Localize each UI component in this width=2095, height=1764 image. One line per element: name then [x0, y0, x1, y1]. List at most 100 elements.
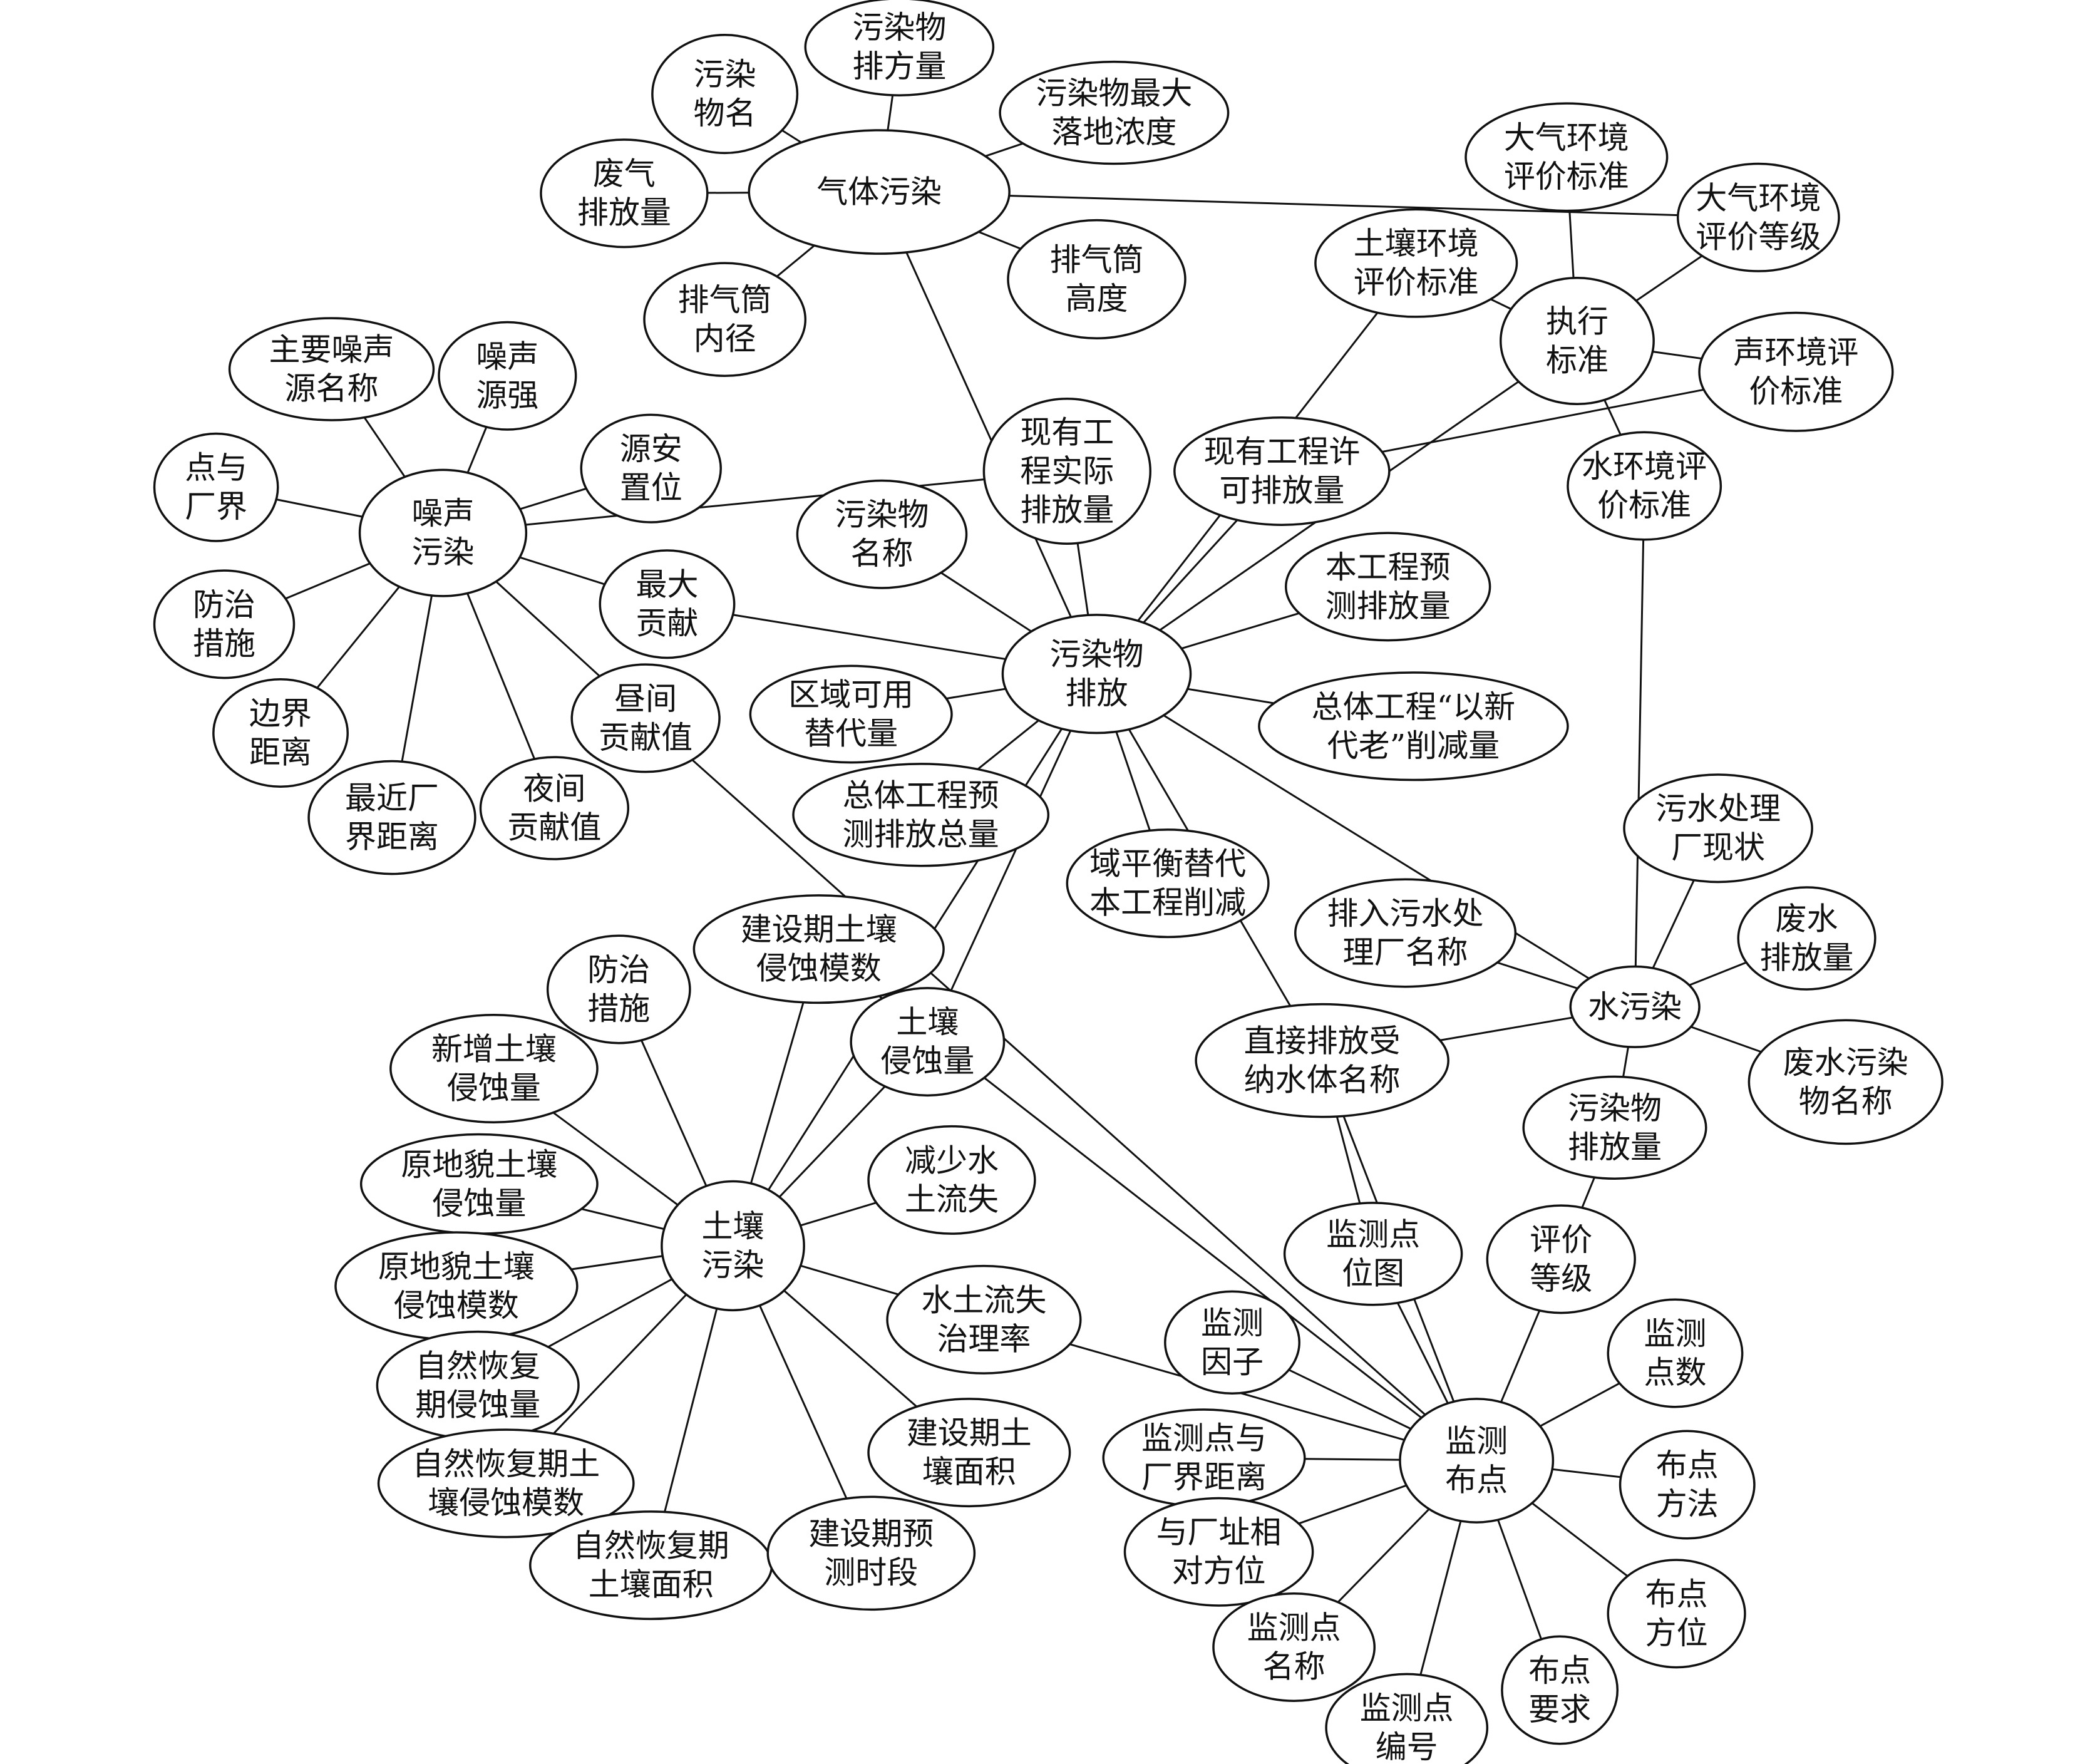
- node-label: 污染: [694, 56, 756, 93]
- node-ellipse: [867, 1125, 1036, 1235]
- node-ellipse: [540, 138, 709, 249]
- node-label: 编号: [1376, 1729, 1438, 1764]
- node-label: 厂现状: [1671, 830, 1765, 866]
- node-label: 评价标准: [1504, 158, 1629, 195]
- node-ellipse: [1501, 1635, 1619, 1745]
- node-label: 置位: [620, 470, 682, 506]
- node-ellipse: [692, 894, 945, 1004]
- node-label: 源名称: [285, 371, 379, 407]
- node-label: 源安: [620, 431, 682, 467]
- node-label: 污水处理: [1655, 791, 1781, 827]
- node-label: 监测点: [1247, 1609, 1341, 1646]
- node-label: 侵蚀量: [432, 1185, 526, 1222]
- node-ellipse: [748, 129, 1011, 255]
- node-label: 排放量: [1020, 492, 1114, 528]
- node-label: 监测: [1644, 1316, 1706, 1352]
- node-label: 排气筒: [678, 282, 772, 318]
- node-label: 本工程预: [1325, 549, 1451, 585]
- node-label: 污染物: [1568, 1090, 1662, 1127]
- node-ellipse: [1258, 671, 1569, 781]
- node-label: 排放量: [1760, 940, 1854, 976]
- edge-noise-actual: [443, 470, 1068, 534]
- node-ellipse: [389, 1013, 599, 1123]
- node-label: 壤侵蚀模数: [428, 1485, 584, 1521]
- node-label: 排方量: [852, 48, 946, 85]
- node-label: 自然恢复期: [573, 1528, 729, 1564]
- node-label: 减少水: [905, 1142, 999, 1179]
- node-label: 标准: [1546, 343, 1609, 379]
- node-ellipse: [153, 569, 296, 679]
- node-label: 排放量: [577, 195, 671, 231]
- node-label: 污染: [702, 1247, 764, 1283]
- node-ellipse: [661, 1180, 805, 1312]
- edge-n_day-monitor: [645, 717, 1478, 1462]
- node-label: 最大: [636, 567, 698, 603]
- node-label: 对方位: [1172, 1553, 1266, 1589]
- node-label: 总体工程预: [843, 777, 999, 813]
- node-label: 壤面积: [922, 1454, 1016, 1490]
- node-ellipse: [1748, 1019, 1943, 1145]
- node-ellipse: [546, 934, 691, 1044]
- node-ellipse: [580, 413, 722, 524]
- node-label: 排入污水处: [1327, 895, 1484, 932]
- node-label: 水土流失: [921, 1282, 1046, 1318]
- node-label: 理厂名称: [1343, 934, 1468, 971]
- node-label: 侵蚀量: [447, 1070, 541, 1106]
- node-label: 污染物: [852, 9, 946, 46]
- node-label: 区域可用: [788, 677, 914, 713]
- node-label: 治理率: [937, 1321, 1031, 1357]
- node-label: 距离: [249, 735, 312, 771]
- node-label: 名称: [1263, 1648, 1325, 1684]
- node-ellipse: [1173, 416, 1391, 526]
- node-label: 方法: [1656, 1486, 1719, 1522]
- node-label: 名称: [850, 535, 913, 572]
- node-label: 监测: [1201, 1305, 1264, 1341]
- node-label: 评价: [1530, 1222, 1592, 1258]
- node-ellipse: [599, 549, 736, 659]
- node-label: 等级: [1530, 1261, 1592, 1297]
- node-ellipse: [1607, 1559, 1746, 1669]
- node-label: 土流失: [905, 1181, 999, 1217]
- node-label: 自然恢复期土: [412, 1446, 600, 1482]
- node-ellipse: [438, 321, 577, 431]
- node-ellipse: [228, 317, 435, 421]
- node-label: 水污染: [1588, 989, 1682, 1025]
- edge-gas-emission: [878, 191, 1098, 674]
- node-label: 土壤: [702, 1208, 764, 1244]
- node-eval-grade: 评价等级: [1486, 1204, 1636, 1314]
- node-label: 评价等级: [1696, 219, 1821, 255]
- node-label: 因子: [1201, 1344, 1264, 1380]
- node-ellipse: [1212, 1592, 1376, 1702]
- edge-emission-water: [1096, 673, 1635, 1008]
- node-label: 厂界距离: [1141, 1459, 1267, 1495]
- node-ellipse: [1500, 277, 1655, 406]
- node-ellipse: [1522, 1075, 1707, 1180]
- node-label: 内径: [694, 321, 756, 357]
- node-ellipse: [792, 763, 1050, 867]
- node-label: 声环境评: [1733, 334, 1858, 371]
- node-ellipse: [377, 1428, 635, 1539]
- node-gas: 气体污染: [748, 129, 1011, 255]
- node-label: 源强: [476, 377, 538, 413]
- node-label: 防治: [587, 952, 650, 988]
- node-label: 原地貌土壤: [378, 1249, 535, 1285]
- node-label: 要求: [1528, 1691, 1591, 1728]
